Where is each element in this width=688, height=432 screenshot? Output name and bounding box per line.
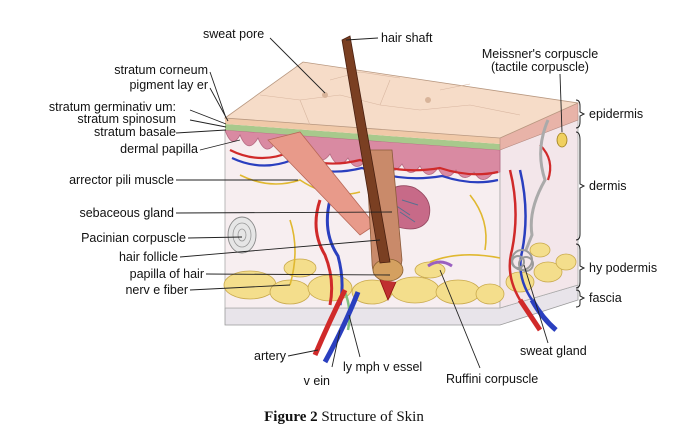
label-nerve-fiber: nerv e fiber [125, 283, 188, 297]
label-pigment-layer: pigment lay er [129, 78, 208, 92]
hair-shaft-shape [341, 35, 391, 264]
vein-shape [322, 291, 361, 364]
label-artery: artery [254, 349, 287, 363]
label-hair-follicle: hair follicle [119, 250, 178, 264]
figure-caption: Figure 2 Structure of Skin [264, 409, 424, 425]
meissner-corpuscle-shape [556, 132, 568, 148]
label-hypodermis: hy podermis [589, 261, 657, 275]
pacinian-corpuscle-shape [227, 216, 257, 254]
label-sebaceous-gland: sebaceous gland [79, 206, 174, 220]
diagram-labels: sweat pore hair shaft Meissner's corpusc… [49, 27, 657, 388]
skin-block-illustration [223, 35, 580, 364]
label-arrector-pili-muscle: arrector pili muscle [69, 173, 174, 187]
label-stratum-corneum: stratum corneum [114, 63, 208, 77]
label-pacinian-corpuscle: Pacinian corpuscle [81, 231, 186, 245]
leader-lines [175, 37, 563, 369]
caption-text: Structure of Skin [321, 409, 424, 425]
label-dermis: dermis [589, 179, 627, 193]
label-vein: v ein [304, 374, 330, 388]
caption-number: Figure 2 [264, 409, 317, 425]
label-papilla-of-hair: papilla of hair [130, 267, 204, 281]
layer-brackets [575, 99, 586, 308]
surface-lines [259, 71, 521, 126]
label-meissner-corpuscle: Meissner's corpuscle [482, 47, 598, 61]
sweat-gland-coil [511, 249, 534, 272]
surface-pore-dot [425, 97, 431, 103]
label-lymph-vessel: ly mph v essel [343, 360, 422, 374]
ruffini-corpuscle-shape [427, 260, 453, 268]
label-hair-shaft: hair shaft [381, 31, 433, 45]
label-stratum-spinosum: stratum spinosum [77, 112, 176, 126]
label-sweat-gland: sweat gland [520, 344, 587, 358]
sweat-pore-dot [322, 92, 328, 98]
artery-shape [312, 288, 348, 356]
label-ruffini-corpuscle: Ruffini corpuscle [446, 372, 538, 386]
sweat-gland-duct [524, 119, 550, 251]
label-fascia: fascia [589, 291, 622, 305]
label-sweat-pore: sweat pore [203, 27, 264, 41]
label-stratum-germinativum: stratum germinativ um: [49, 100, 176, 114]
label-dermal-papilla: dermal papilla [120, 142, 198, 156]
label-epidermis: epidermis [589, 107, 643, 121]
label-stratum-basale: stratum basale [94, 125, 176, 139]
label-tactile-corpuscle: (tactile corpuscle) [491, 60, 589, 74]
